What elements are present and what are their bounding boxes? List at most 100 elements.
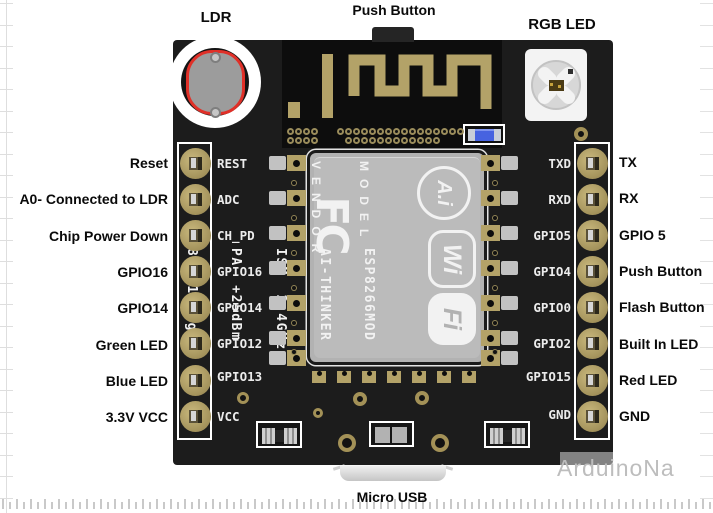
ruler-tick [205,502,207,509]
via-icon [415,391,429,405]
push-button-component [372,27,414,42]
ruler-tick [156,499,158,509]
ruler-tick [700,390,713,391]
ruler-tick [107,502,109,509]
ruler-tick [212,499,214,509]
ruler-tick [79,502,81,509]
ruler-tick [604,499,606,509]
ruler-tick [700,218,713,219]
castellation-hole [487,159,494,167]
ruler-tick [541,502,543,509]
ruler-tick [562,499,564,509]
ruler-tick [275,502,277,509]
ruler-tick [597,502,599,509]
ruler-tick [700,196,713,198]
via-icon [352,127,360,135]
smd-pad [501,191,518,205]
ruler-tick [191,502,193,509]
pin-pad [179,219,211,251]
castellation-hole [442,371,447,376]
via-icon [368,136,376,144]
ruler-tick [700,304,713,305]
label-reset: Reset [129,155,168,171]
label-blue-led: Blue LED [105,373,168,389]
ruler-tick [695,502,697,509]
smd-pad [501,156,518,170]
ruler-tick [569,502,571,509]
castellation-pad [337,371,351,383]
silk-gpio15: GPIO15 [525,369,571,384]
smd-pad [501,226,518,240]
ruler-tick [702,499,704,509]
ruler-tick [114,499,116,509]
esp8266-module: FC MODEL VENDOR A.i ESP8266MOD AI-THINKE… [184,150,487,365]
ruler-tick [700,497,713,499]
castellation-hole [392,371,397,376]
ruler-tick [23,502,25,509]
ruler-tick [611,502,613,509]
via-icon [336,127,344,135]
ruler-tick [700,24,713,26]
pin-pad [576,327,608,359]
via-icon [291,215,297,221]
via-icon [294,136,302,144]
via-icon [338,434,356,452]
smd-pad [269,351,286,365]
ruler-tick [709,502,711,509]
ruler-tick [653,502,655,509]
label-push-button: Push Button [619,263,703,279]
ruler-tick [415,502,417,509]
ruler-tick [170,499,172,509]
via-icon [408,136,416,144]
castellation-hole [487,194,494,202]
led-bond-pad [568,69,573,74]
ruler-tick [527,502,529,509]
label-gnd: GND [619,408,651,424]
right-pin-header [574,142,610,440]
ruler-tick [282,499,284,509]
via-icon [313,408,323,418]
ruler-tick [471,502,473,509]
ruler-tick [317,502,319,509]
smd-pad [269,226,286,240]
castellation-hole [293,334,300,342]
via-icon [432,127,440,135]
ruler-tick [268,499,270,509]
via-icon [360,127,368,135]
ruler-tick [219,502,221,509]
led-die [548,79,564,91]
ruler-tick [457,502,459,509]
ai-logo-text: A.i [433,180,455,206]
ruler-tick [331,502,333,509]
label-chpd: Chip Power Down [49,228,168,244]
rgb-led-title: RGB LED [528,16,596,33]
capacitor-component [369,421,414,447]
pin-pad [179,400,211,432]
pin-pad [576,400,608,432]
via-icon [286,127,294,135]
via-icon [492,180,498,186]
ruler-tick [485,502,487,509]
ruler-tick [555,502,557,509]
via-icon [448,127,456,135]
castellation-hole [487,354,494,362]
pin-pad [576,364,608,396]
castellation-hole [293,159,300,167]
ruler-tick [58,499,60,509]
silk-gnd: GND [548,407,571,422]
ruler-tick [513,502,515,509]
ruler-tick [345,502,347,509]
via-icon [416,127,424,135]
via-icon [431,434,449,452]
pin-pad [179,147,211,179]
ruler-tick [86,499,88,509]
pin-pad [576,147,608,179]
silk-txd: TXD [548,156,571,171]
via-icon [291,180,297,186]
via-icon [344,136,352,144]
ruler-tick [296,499,298,509]
castellation-hole [467,371,472,376]
castellation-hole [487,264,494,272]
ruler-tick [478,499,480,509]
